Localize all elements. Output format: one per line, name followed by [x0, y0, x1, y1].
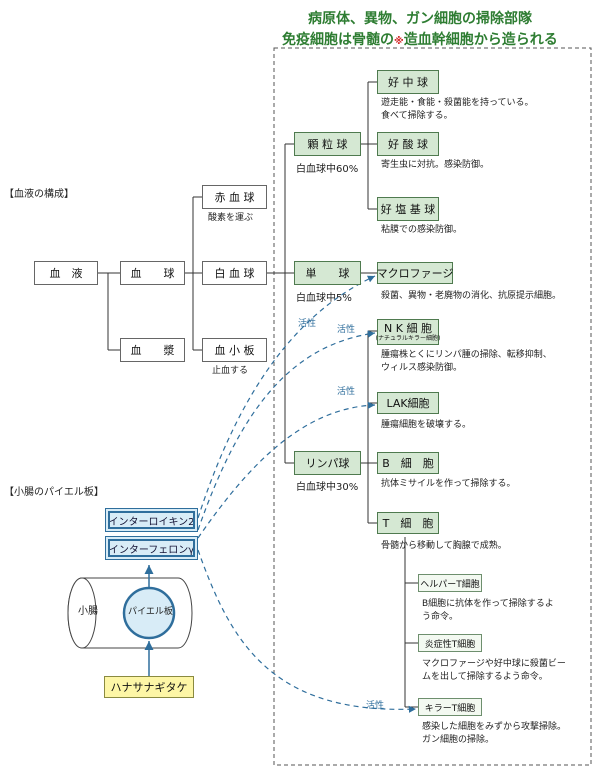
nk-desc-2: ウィルス感染防御。 [381, 363, 463, 373]
helper-t-desc-2: う命令。 [422, 612, 459, 622]
neutrophil-box: 好 中 球 [377, 70, 439, 94]
rbc-box: 赤 血 球 [202, 185, 267, 209]
peyer-patch-circle [122, 586, 176, 640]
wbc-box: 白 血 球 [202, 261, 267, 285]
helper-t-box: ヘルパーT細胞 [418, 574, 482, 592]
activation-label-4: 活性 [366, 701, 385, 711]
title-line-2: 免疫細胞は骨髄の※造血幹細胞から造られる [282, 29, 558, 49]
killer-t-desc-1: 感染した細胞をみずから攻撃掃除。 [422, 722, 567, 732]
lak-desc: 腫瘍細胞を破壊する。 [381, 420, 472, 430]
section-blood: 【血液の構成】 [4, 189, 74, 200]
lak-cell-box: LAK細胞 [377, 392, 439, 414]
granulocyte-box: 顆 粒 球 [294, 132, 361, 156]
granulocyte-pct: 白血球中60% [296, 164, 359, 175]
monocyte-pct: 白血球中5% [296, 293, 352, 304]
plasma-box: 血 漿 [120, 338, 185, 362]
monocyte-box: 単 球 [294, 261, 361, 285]
helper-t-desc-1: B細胞に抗体を作って掃除するよ [422, 599, 554, 609]
title-line-1: 病原体、異物、ガン細胞の掃除部隊 [308, 11, 532, 27]
killer-t-desc-2: ガン細胞の掃除。 [422, 735, 495, 745]
rbc-note: 酸素を運ぶ [208, 213, 254, 223]
interferon-gamma-box: インターフェロンγ [105, 536, 198, 560]
macrophage-box: マクロファージ [377, 262, 453, 284]
t-cell-desc: 骨髄から移動して胸腺で成熟。 [381, 541, 507, 551]
nk-cell-label: N K 細 胞 [384, 321, 432, 335]
activation-arrow-killer-t [197, 549, 417, 713]
killer-t-box: キラーT細胞 [418, 698, 482, 716]
activation-arrow-lak [197, 401, 376, 539]
blood-box: 血 液 [34, 261, 98, 285]
title-line-2-a: 免疫細胞は骨髄の [282, 32, 394, 48]
activation-arrow-nk [197, 330, 376, 531]
title-mark: ※ [394, 36, 404, 47]
nk-cell-box: N K 細 胞 (ナチュラルキラー細胞) [375, 319, 441, 345]
inducer-t-desc-2: ムを出して掃除するよう命令。 [422, 672, 548, 682]
nk-desc-1: 腫瘍株とくにリンパ腫の掃除、転移抑制、 [381, 350, 552, 360]
lymphocyte-pct: 白血球中30% [296, 482, 359, 493]
intestine-label: 小腸 [78, 606, 98, 617]
title-line-2-b: 造血幹細胞から造られる [403, 32, 558, 48]
nk-cell-sublabel: (ナチュラルキラー細胞) [375, 334, 441, 342]
eosinophil-desc: 寄生虫に対抗。感染防御。 [381, 160, 490, 170]
activation-label-3: 活性 [337, 387, 356, 397]
b-cell-desc: 抗体ミサイルを作って掃除する。 [381, 479, 516, 489]
immune-frame [273, 47, 592, 766]
macrophage-desc: 殺菌、異物・老廃物の消化、抗原提示細胞。 [381, 291, 562, 301]
eosinophil-box: 好 酸 球 [377, 132, 439, 156]
lymphocyte-box: リンパ球 [294, 451, 361, 475]
section-peyer: 【小腸のパイエル板】 [4, 487, 104, 498]
basophil-box: 好 塩 基 球 [377, 197, 439, 221]
platelet-box: 血 小 板 [202, 338, 267, 362]
activation-label-2: 活性 [337, 325, 356, 335]
b-cell-box: B 細 胞 [377, 452, 439, 474]
interleukin-2-box: インターロイキン2 [105, 508, 198, 532]
neutrophil-desc-2: 食べて掃除する。 [381, 111, 453, 121]
basophil-desc: 粘膜での感染防御。 [381, 225, 463, 235]
activation-label-1: 活性 [298, 319, 317, 329]
peyer-patch-label: パイエル板 [128, 607, 173, 617]
platelet-note: 止血する [212, 366, 249, 376]
blood-cells-box: 血 球 [120, 261, 185, 285]
hanasanagitake-box: ハナサナギタケ [104, 676, 194, 698]
inducer-t-box: 炎症性T細胞 [418, 634, 482, 652]
activation-arrow-macrophage [197, 275, 376, 519]
inducer-t-desc-1: マクロファージや好中球に殺菌ビー [422, 659, 566, 669]
neutrophil-desc-1: 遊走能・食能・殺菌能を持っている。 [381, 98, 534, 108]
t-cell-box: T 細 胞 [377, 512, 439, 534]
